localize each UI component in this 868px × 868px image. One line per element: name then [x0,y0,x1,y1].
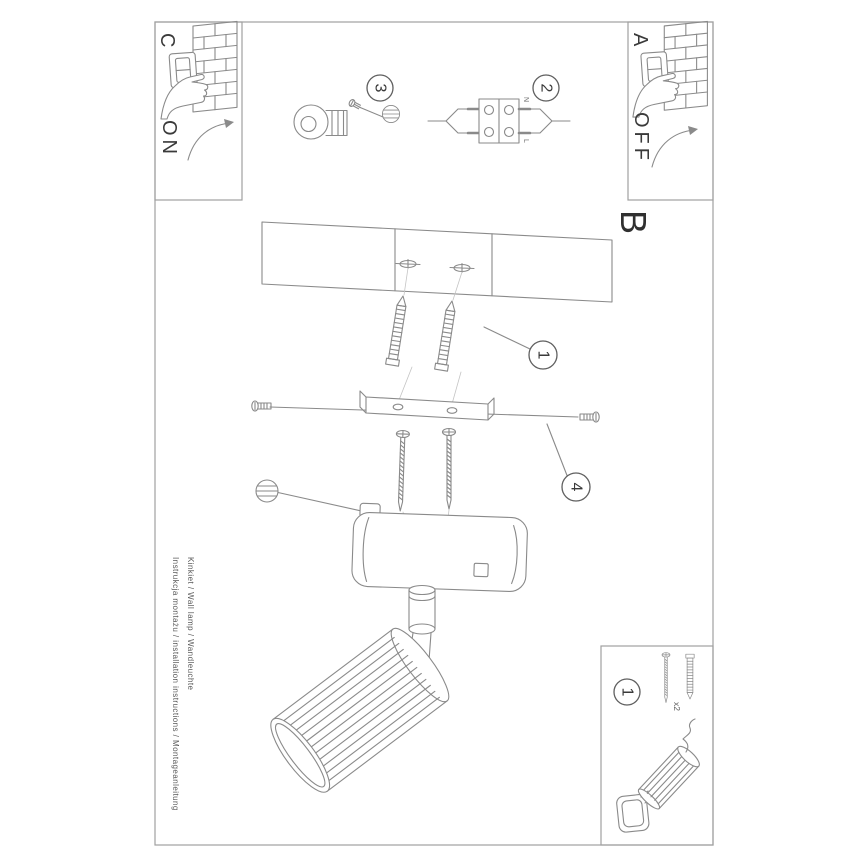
wall-panel-illustration [261,221,613,303]
step4-leader [546,423,569,479]
drill-mark [449,262,475,274]
off-label: OFF [630,112,652,164]
section-c-label: C [156,33,178,47]
lamp-shade [270,627,450,793]
section-a-label: A [629,33,651,47]
wall-lamp-thumbnail [616,718,700,833]
screw-head-icon [255,479,279,503]
side-bolt-icon [251,400,272,412]
wall-plug-icon [385,294,410,367]
step3-badge: 3 [366,74,394,102]
mounting-screw-icon [441,427,457,510]
step3-number: 3 [372,84,389,93]
screw-head-icon [381,104,401,124]
step4-number: 4 [568,483,585,492]
footer-instructions-text: Instrukcja montażu / installation instru… [171,557,180,811]
step4-badge: 4 [561,472,591,502]
swing-arrow-icon [651,125,699,168]
on-label: ON [158,120,180,158]
wire-n-label: N [522,97,529,102]
wall-plug-icon [434,299,459,372]
wire-l-label: L [522,139,529,143]
footer-product-text: Kinkiet / Wall lamp / Wandleuchte [186,557,195,691]
step2-badge: 2 [532,74,560,102]
step2-number: 2 [538,84,555,93]
step1-leader [483,326,531,350]
screw-part-icon [661,652,671,703]
power-cable-icon [682,718,696,753]
parts-step-number: 1 [619,688,636,697]
alignment-guides [398,267,463,523]
parts-list-box [600,645,714,846]
page-border [154,21,714,846]
mounting-bracket [359,390,495,421]
step2-terminal-connector [427,98,571,144]
parts-quantity-label: x2 [672,702,682,711]
swing-arrow-icon [187,118,235,161]
swivel-joint [408,584,436,662]
step1-number: 1 [535,351,552,360]
parts-badge: 1 [613,678,641,706]
step3-cable-gland [293,99,401,140]
section-c-box [154,21,243,201]
step1-badge: 1 [528,340,558,370]
wall-plug-part-icon [685,653,695,700]
drill-mark [395,258,421,270]
section-a-switch-off: A OFF [629,20,708,168]
section-b-label: B [613,210,654,234]
section-a-box [627,21,714,201]
side-bolt-icon [579,411,600,423]
section-c-switch-on: C ON [156,20,238,161]
lamp-canopy [351,502,528,593]
mounting-screw-icon [393,429,411,512]
